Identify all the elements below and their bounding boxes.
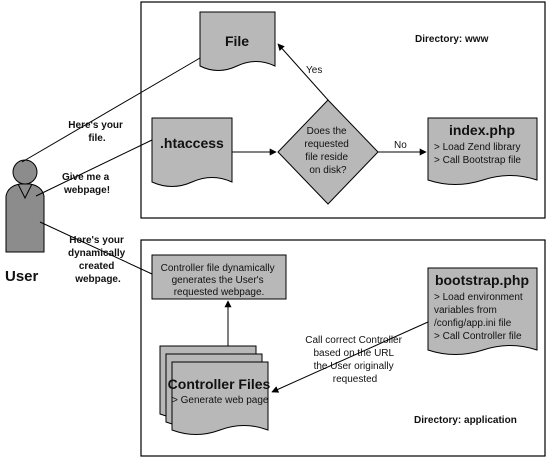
message-heres-dynamic: Here's your dynamically created webpage. (68, 235, 128, 285)
controller-files-stack (159, 345, 269, 435)
index-php-title: index.php (449, 122, 515, 138)
decision-diamond (277, 99, 379, 205)
file-document-title: File (225, 33, 249, 49)
line-give-me-webpage (35, 139, 153, 197)
application-directory-label: Directory: application (414, 415, 517, 426)
yes-label: Yes (306, 65, 322, 76)
message-heres-your-file: Here's your file. (68, 120, 125, 144)
controller-files-title: Controller Files (168, 376, 271, 392)
message-give-me-webpage: Give me a webpage! (62, 172, 112, 196)
controller-files-line: > Generate web page (172, 395, 269, 406)
line-heres-dynamic (39, 221, 153, 275)
index-php-body: > Load Zend library > Call Bootstrap fil… (434, 142, 523, 166)
arrow-decision-to-file (277, 43, 329, 101)
line-heres-your-file (21, 57, 201, 163)
file-document (199, 11, 276, 71)
index-php-document (427, 117, 538, 185)
bootstrap-php-document (427, 267, 538, 355)
user-person-icon (5, 159, 45, 253)
htaccess-document-title: .htaccess (160, 135, 224, 151)
user-label: User (5, 268, 39, 285)
htaccess-document (151, 117, 233, 187)
arrow-bootstrap-to-files (271, 321, 429, 393)
decision-text: Does the requested file reside on disk? (304, 126, 351, 176)
controller-files-sheet-front (171, 361, 269, 435)
www-directory-label: Directory: www (415, 34, 489, 45)
bootstrap-php-body: > Load environment variables from /confi… (434, 292, 525, 342)
bootstrap-php-title: bootstrap.php (435, 272, 529, 288)
controller-result-box (151, 254, 287, 300)
no-label: No (394, 140, 407, 151)
controller-result-text: Controller file dynamically generates th… (161, 263, 278, 298)
call-controller-text: Call correct Controller based on the URL… (305, 335, 404, 385)
